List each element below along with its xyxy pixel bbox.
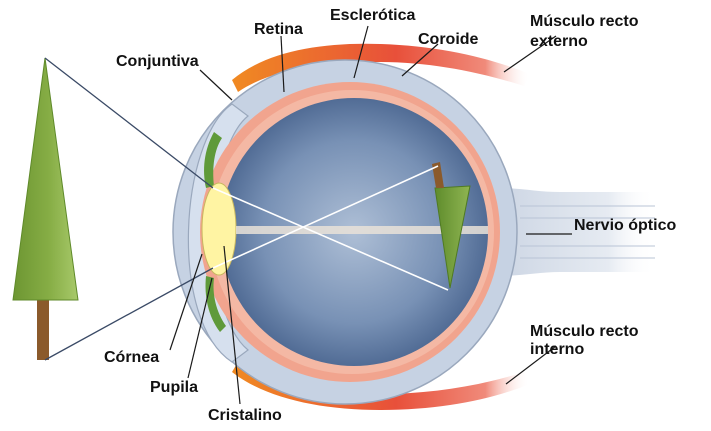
eyeball [173,60,517,404]
label-nervio-optico: Nervio óptico [574,217,676,234]
tree-trunk [37,300,49,360]
label-retina: Retina [254,21,303,38]
label-cristalino: Cristalino [208,407,282,424]
label-musculo-interno-line1: Músculo recto [530,323,639,340]
label-musculo-interno-line2: interno [530,341,584,358]
label-conjuntiva: Conjuntiva [116,53,199,70]
label-musculo-externo-line2: externo [530,33,588,50]
label-cornea: Córnea [104,349,159,366]
tree-object [13,58,78,360]
label-coroide: Coroide [418,31,479,48]
label-musculo-externo-line1: Músculo recto [530,13,639,30]
lens-cristalino [202,183,236,275]
label-pupila: Pupila [150,379,198,396]
tree-foliage [13,58,78,300]
label-esclerotica: Esclerótica [330,7,415,24]
